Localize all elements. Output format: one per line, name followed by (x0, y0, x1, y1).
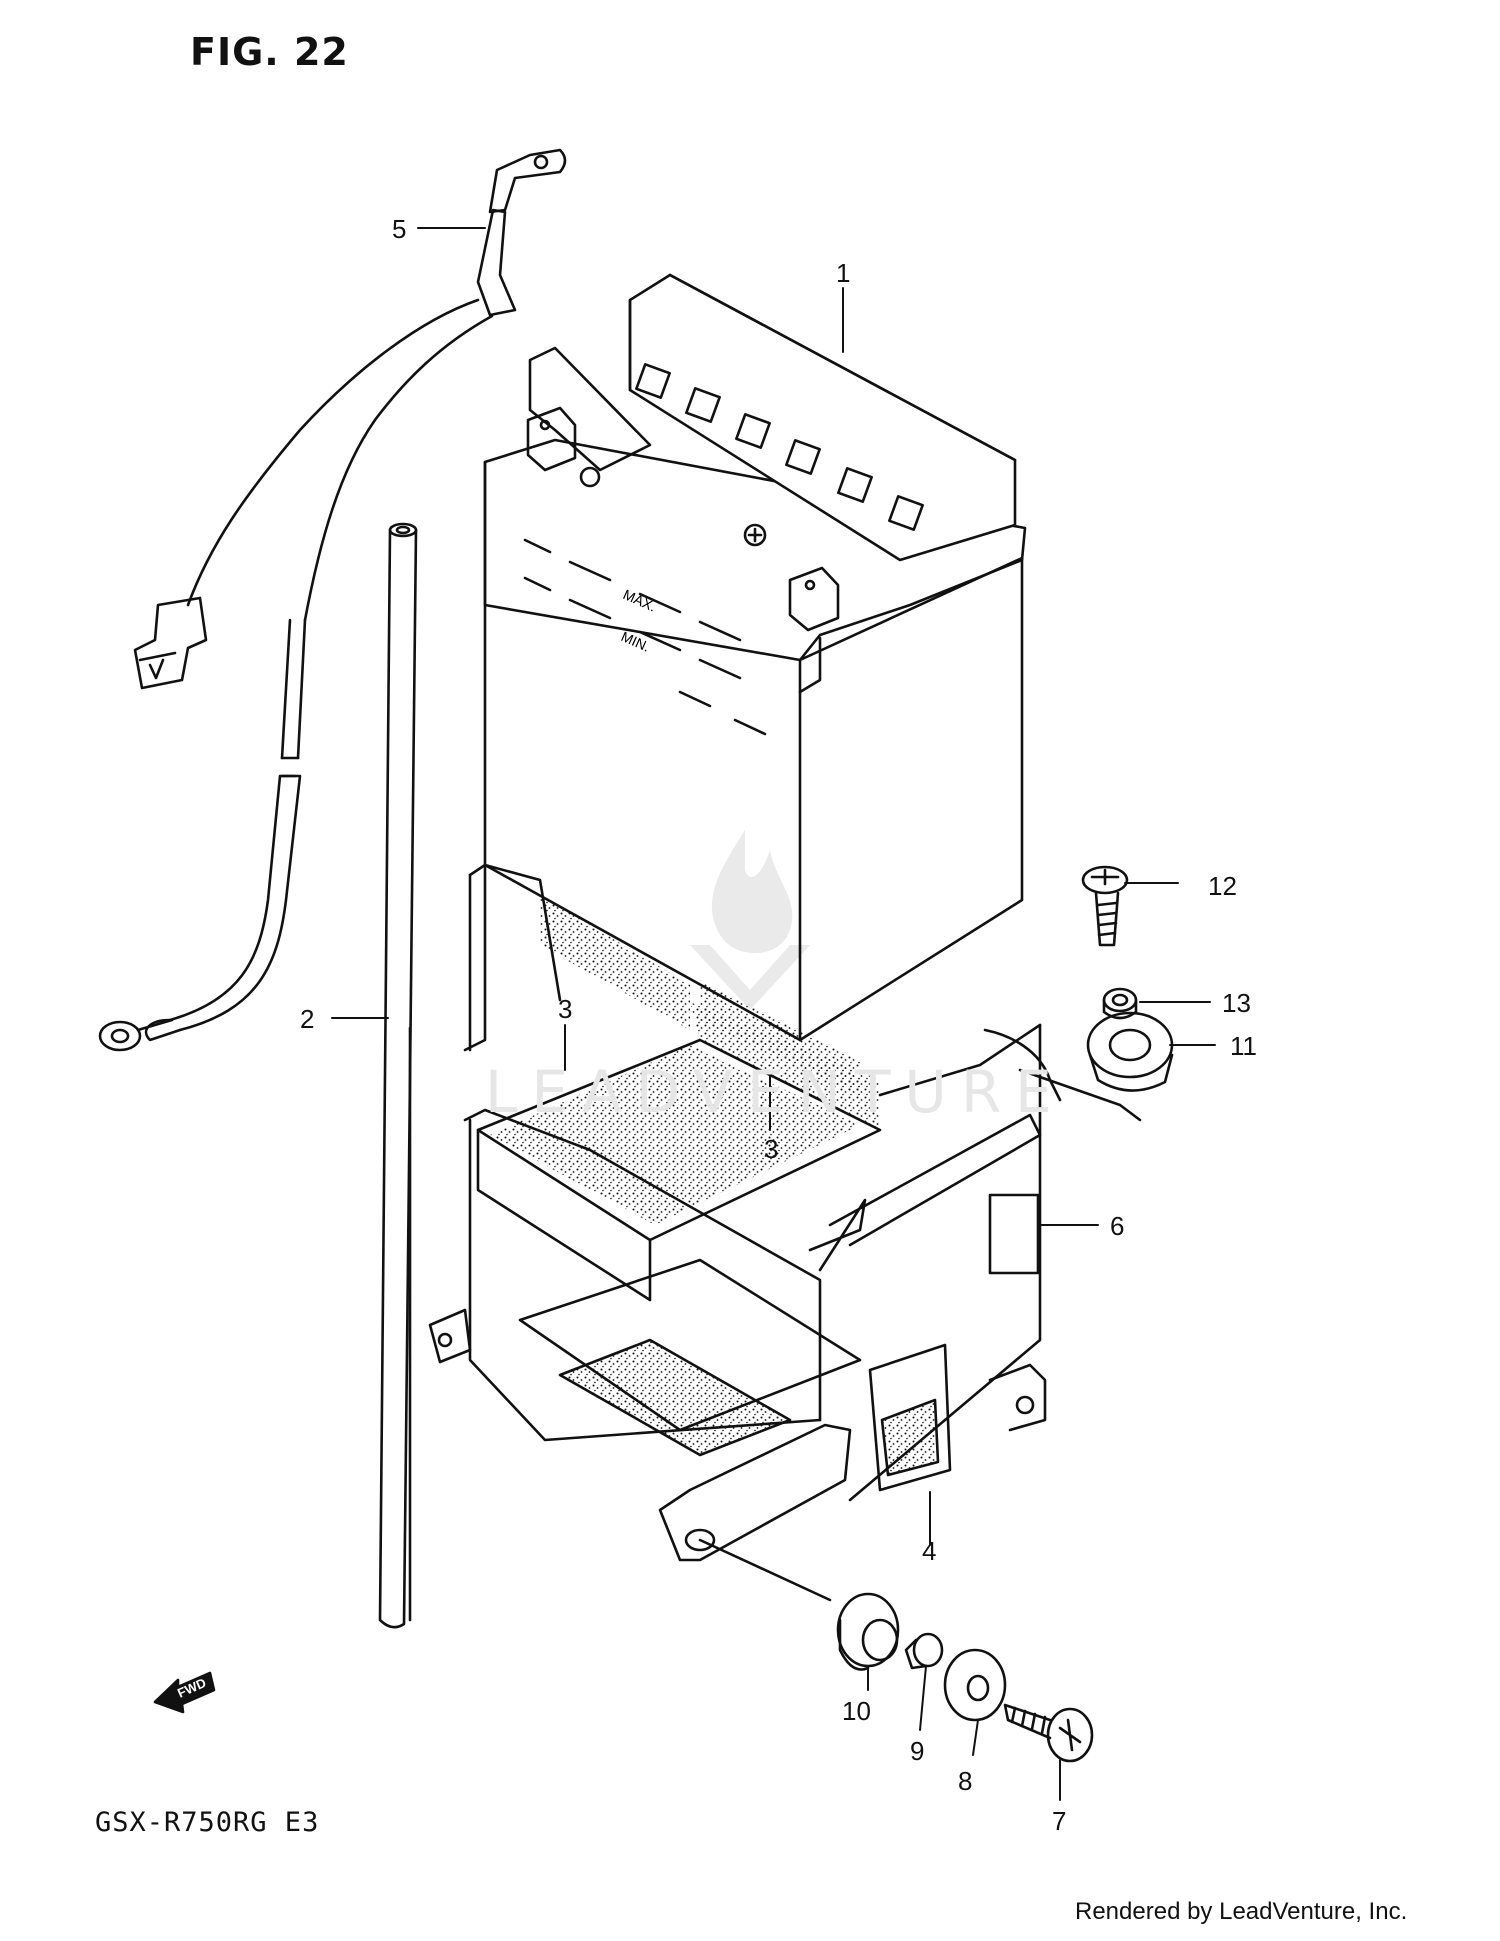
collar-12 (1102, 987, 1138, 1020)
callout-3b: 3 (764, 1134, 778, 1164)
cushion-10 (698, 1538, 900, 1671)
model-code: GSX-R750RG E3 (95, 1807, 320, 1838)
washer-8 (943, 1648, 1007, 1722)
callout-12: 13 (1222, 988, 1251, 1018)
figure-title: FIG. 22 (190, 30, 349, 74)
watermark-text: LEADVENTURE (485, 1058, 1066, 1126)
callout-7: 7 (1052, 1806, 1066, 1836)
callout-1: 1 (836, 258, 850, 288)
lead-wire (98, 148, 567, 1052)
callout-5: 5 (392, 214, 406, 244)
callout-13: 11 (1230, 1031, 1257, 1061)
callout-6: 6 (1110, 1211, 1124, 1241)
leader-lines (331, 227, 1216, 1801)
callout-3a: 3 (558, 994, 572, 1024)
fwd-arrow-icon (153, 1671, 216, 1714)
callout-numbers: 5 1 2 3 3 4 6 12 13 11 10 9 8 7 (300, 214, 1257, 1836)
battery-holder (428, 863, 1142, 1562)
screw-7 (1003, 1703, 1094, 1763)
callout-4: 4 (922, 1536, 936, 1566)
screw-11 (1081, 865, 1129, 947)
breather-tube (378, 522, 418, 1629)
watermark-logo (690, 830, 810, 1010)
callout-9: 9 (910, 1736, 924, 1766)
collar-9 (904, 1632, 944, 1670)
callout-2: 2 (300, 1004, 314, 1034)
callout-8: 8 (958, 1766, 972, 1796)
credit-text: Rendered by LeadVenture, Inc. (1075, 1898, 1408, 1925)
cushion-13 (1086, 1011, 1174, 1092)
battery (483, 273, 1027, 1042)
callout-10: 10 (842, 1696, 871, 1726)
callout-11: 12 (1208, 871, 1237, 901)
